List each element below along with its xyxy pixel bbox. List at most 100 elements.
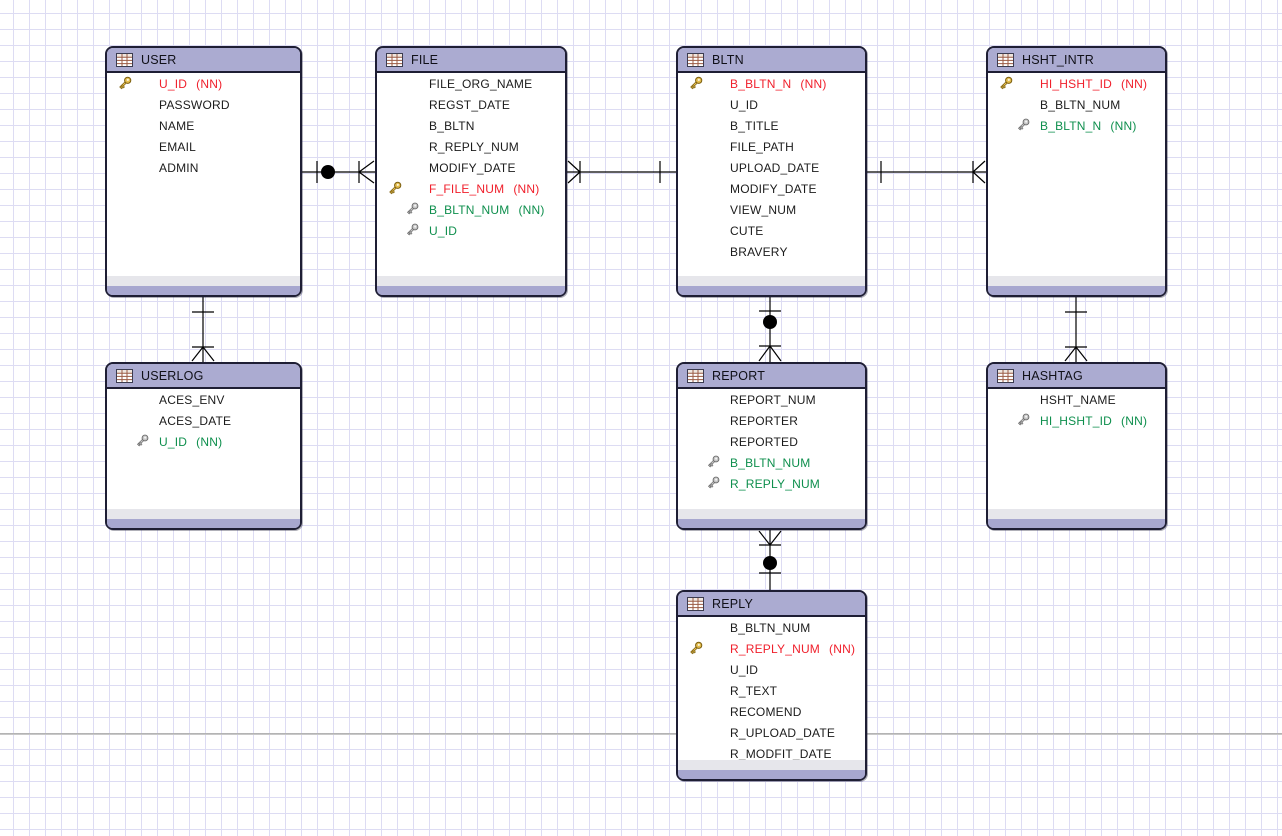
field-row[interactable]: NAME [107, 115, 300, 136]
entity-footer [107, 509, 300, 528]
entity-bltn[interactable]: BLTN B_BLTN_N (NN) U_ID B_TITLE FILE_PATH… [676, 46, 867, 297]
field-row[interactable]: B_BLTN_NUM [988, 94, 1165, 115]
field-row[interactable]: B_TITLE [678, 115, 865, 136]
field-row[interactable]: R_REPLY_NUM(NN) [678, 638, 865, 659]
field-row[interactable]: PASSWORD [107, 94, 300, 115]
field-row[interactable]: U_ID(NN) [107, 73, 300, 94]
table-icon [687, 52, 704, 67]
foreign-key-icon [404, 201, 420, 217]
entity-reply-header[interactable]: REPLY [678, 592, 865, 617]
field-row[interactable]: REPORTER [678, 410, 865, 431]
field-row[interactable]: RECOMEND [678, 701, 865, 722]
entity-hashtag-header[interactable]: HASHTAG [988, 364, 1165, 389]
entity-userlog[interactable]: USERLOG ACES_ENV ACES_DATE U_ID(NN) [105, 362, 302, 530]
field-name: ACES_DATE [159, 413, 232, 428]
relationship-hshtintr-hashtag[interactable] [1064, 297, 1088, 362]
field-row[interactable]: BRAVERY [678, 241, 865, 262]
entity-file[interactable]: FILE FILE_ORG_NAME REGST_DATE B_BLTN R_R… [375, 46, 567, 297]
field-name: F_FILE_NUM [429, 181, 505, 196]
field-row[interactable]: U_ID [678, 94, 865, 115]
field-name: REGST_DATE [429, 97, 511, 112]
field-row[interactable]: B_BLTN_NUM [678, 617, 865, 638]
field-name: U_ID [159, 434, 188, 449]
entity-hashtag[interactable]: HASHTAG HSHT_NAME HI_HSHT_ID(NN) [986, 362, 1167, 530]
field-row[interactable]: B_BLTN [377, 115, 565, 136]
entity-user-header[interactable]: USER [107, 48, 300, 73]
foreign-key-icon [705, 475, 721, 491]
field-row[interactable]: VIEW_NUM [678, 199, 865, 220]
field-row[interactable]: U_ID [377, 220, 565, 241]
entity-bltn-header[interactable]: BLTN [678, 48, 865, 73]
field-row[interactable]: UPLOAD_DATE [678, 157, 865, 178]
field-row[interactable]: FILE_ORG_NAME [377, 73, 565, 94]
entity-hsht-intr[interactable]: HSHT_INTR HI_HSHT_ID(NN) B_BLTN_NUM B_BL… [986, 46, 1167, 297]
field-row[interactable]: B_BLTN_N(NN) [988, 115, 1165, 136]
field-nn-flag: (NN) [829, 641, 856, 656]
field-row[interactable]: MODIFY_DATE [678, 178, 865, 199]
field-row[interactable]: ACES_DATE [107, 410, 300, 431]
field-row[interactable]: R_REPLY_NUM [678, 473, 865, 494]
field-row[interactable]: HI_HSHT_ID(NN) [988, 73, 1165, 94]
entity-title: FILE [411, 52, 439, 67]
entity-hsht-intr-header[interactable]: HSHT_INTR [988, 48, 1165, 73]
field-name: ACES_ENV [159, 392, 225, 407]
field-row[interactable]: R_UPLOAD_DATE [678, 722, 865, 743]
field-name: HI_HSHT_ID [1040, 76, 1113, 91]
field-name: B_BLTN_NUM [730, 620, 811, 635]
field-row[interactable]: F_FILE_NUM (NN) [377, 178, 565, 199]
entity-report[interactable]: REPORT REPORT_NUM REPORTER REPORTED B_BL… [676, 362, 867, 530]
field-row[interactable]: B_BLTN_NUM(NN) [377, 199, 565, 220]
relationship-user-file[interactable] [302, 160, 375, 184]
field-row[interactable]: HI_HSHT_ID(NN) [988, 410, 1165, 431]
relationship-user-userlog[interactable] [191, 297, 215, 362]
relationship-file-bltn[interactable] [567, 160, 676, 184]
field-row[interactable]: U_ID(NN) [107, 431, 300, 452]
entity-footer [678, 760, 865, 779]
field-row[interactable]: U_ID [678, 659, 865, 680]
field-name: B_TITLE [730, 118, 779, 133]
entity-footer [678, 276, 865, 295]
field-name: REPORTER [730, 413, 799, 428]
field-name: MODIFY_DATE [429, 160, 516, 175]
field-row[interactable]: R_MODFIT_DATE [678, 743, 865, 764]
entity-report-header[interactable]: REPORT [678, 364, 865, 389]
field-name: U_ID [159, 76, 188, 91]
field-row[interactable]: B_BLTN_N (NN) [678, 73, 865, 94]
entity-title: HSHT_INTR [1022, 52, 1094, 67]
field-row[interactable]: ACES_ENV [107, 389, 300, 410]
field-row[interactable]: ADMIN [107, 157, 300, 178]
field-row[interactable]: REPORTED [678, 431, 865, 452]
field-row[interactable]: MODIFY_DATE [377, 157, 565, 178]
field-row[interactable]: R_REPLY_NUM [377, 136, 565, 157]
field-name: R_REPLY_NUM [429, 139, 520, 154]
entity-reply[interactable]: REPLY B_BLTN_NUM R_REPLY_NUM(NN) U_ID R_… [676, 590, 867, 781]
relationship-bltn-hshtintr[interactable] [867, 160, 986, 184]
field-row[interactable]: EMAIL [107, 136, 300, 157]
entity-userlog-header[interactable]: USERLOG [107, 364, 300, 389]
field-nn-flag: (NN) [513, 181, 540, 196]
field-name: HI_HSHT_ID [1040, 413, 1113, 428]
field-row[interactable]: B_BLTN_NUM [678, 452, 865, 473]
field-name: B_BLTN_N [730, 76, 792, 91]
field-row[interactable]: REGST_DATE [377, 94, 565, 115]
field-name: U_ID [429, 223, 458, 238]
field-row[interactable]: CUTE [678, 220, 865, 241]
field-row[interactable]: FILE_PATH [678, 136, 865, 157]
entity-user[interactable]: USER U_ID(NN) PASSWORD NAME EMAIL ADMIN [105, 46, 302, 297]
relationship-report-reply[interactable] [758, 530, 782, 590]
field-row[interactable]: HSHT_NAME [988, 389, 1165, 410]
field-name: B_BLTN_NUM [429, 202, 510, 217]
field-name: REPORTED [730, 434, 799, 449]
relationship-bltn-report[interactable] [758, 297, 782, 362]
field-name: REPORT_NUM [730, 392, 816, 407]
table-icon [997, 368, 1014, 383]
field-name: B_BLTN_N [1040, 118, 1102, 133]
field-row[interactable]: R_TEXT [678, 680, 865, 701]
field-row[interactable]: REPORT_NUM [678, 389, 865, 410]
entity-file-header[interactable]: FILE [377, 48, 565, 73]
table-icon [687, 596, 704, 611]
field-name: U_ID [730, 662, 759, 677]
field-nn-flag: (NN) [800, 76, 827, 91]
